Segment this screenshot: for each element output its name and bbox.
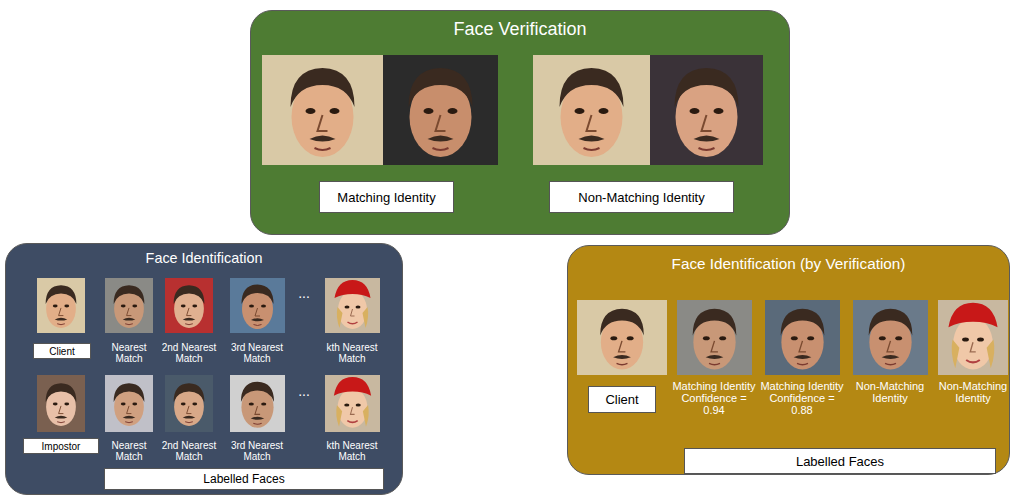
face — [114, 383, 145, 426]
face — [693, 309, 737, 370]
face-photo — [105, 278, 153, 333]
face — [600, 309, 644, 370]
box-text: Client — [605, 392, 638, 407]
face-caption: Nearest Match — [100, 440, 158, 462]
face-caption: ... — [294, 384, 314, 399]
face-photo — [230, 278, 285, 333]
face-photo — [853, 300, 928, 375]
face — [242, 285, 274, 330]
face-caption: Matching Identity Confidence = 0.88 — [760, 380, 844, 416]
face — [241, 382, 274, 428]
photo-ground — [37, 375, 85, 432]
face-caption: 2nd Nearest Match — [160, 342, 218, 364]
photo-ground — [165, 278, 213, 333]
photo-ground — [938, 300, 1008, 375]
face-photo — [533, 55, 650, 165]
face-photo — [325, 278, 380, 333]
face-photo — [37, 375, 85, 432]
panel-title: Face Verification — [251, 19, 789, 40]
panel-title: Face Identification — [6, 250, 402, 266]
label-box: Impostor — [23, 438, 99, 454]
face — [560, 68, 624, 157]
face — [334, 377, 371, 428]
face — [174, 383, 205, 426]
label-box: Client — [33, 343, 91, 359]
face-photo — [165, 278, 213, 333]
face-caption: Non-Matching Identity — [850, 380, 930, 404]
face-photo — [577, 300, 667, 375]
face-photo — [765, 300, 840, 375]
face-photo — [165, 375, 213, 432]
photo-ground — [853, 300, 928, 375]
photo-ground — [577, 300, 667, 375]
panel-title: Face Identification (by Verification) — [568, 255, 1009, 273]
photo-ground — [105, 375, 153, 432]
face-photo — [938, 300, 1008, 375]
face-caption: Nearest Match — [100, 342, 158, 364]
face — [46, 285, 77, 328]
face — [335, 280, 371, 329]
label-box: Matching Identity — [319, 181, 454, 213]
label-box: Non-Matching Identity — [549, 181, 734, 213]
face-photo — [383, 55, 498, 165]
label-box: Labelled Faces — [104, 468, 384, 490]
box-text: Matching Identity — [337, 190, 435, 205]
box-text: Labelled Faces — [796, 454, 884, 469]
face-caption: kth Nearest Match — [322, 440, 382, 462]
photo-ground — [325, 278, 380, 333]
box-text: Labelled Faces — [203, 472, 284, 486]
face-photo — [230, 375, 285, 432]
box-text: Impostor — [42, 441, 81, 452]
face — [948, 303, 997, 370]
face-photo — [650, 55, 763, 165]
photo-ground — [165, 375, 213, 432]
photo-ground — [230, 278, 285, 333]
face — [409, 68, 473, 157]
face-caption: Matching Identity Confidence = 0.94 — [672, 380, 756, 416]
face — [291, 68, 355, 157]
face — [781, 309, 825, 370]
face-photo — [262, 55, 383, 165]
face-caption: 3rd Nearest Match — [227, 440, 287, 462]
face — [675, 68, 739, 157]
photo-ground — [533, 55, 650, 165]
label-box: Client — [588, 386, 656, 413]
face — [174, 285, 205, 328]
face-caption: Non-Matching Identity — [937, 380, 1009, 404]
photo-ground — [383, 55, 498, 165]
photo-ground — [650, 55, 763, 165]
photo-ground — [325, 375, 380, 432]
face-caption: 3rd Nearest Match — [227, 342, 287, 364]
photo-ground — [105, 278, 153, 333]
photo-ground — [677, 300, 752, 375]
photo-ground — [262, 55, 383, 165]
face — [869, 309, 913, 370]
photo-ground — [230, 375, 285, 432]
face-photo — [677, 300, 752, 375]
face-caption: ... — [294, 286, 314, 301]
face — [46, 383, 77, 426]
label-box: Labelled Faces — [684, 448, 996, 474]
face-photo — [37, 278, 85, 333]
face-caption: kth Nearest Match — [322, 342, 382, 364]
box-text: Non-Matching Identity — [578, 190, 704, 205]
face-photo — [105, 375, 153, 432]
face-photo — [325, 375, 380, 432]
face — [114, 285, 145, 328]
box-text: Client — [49, 346, 75, 357]
photo-ground — [37, 278, 85, 333]
face-caption: 2nd Nearest Match — [160, 440, 218, 462]
photo-ground — [765, 300, 840, 375]
